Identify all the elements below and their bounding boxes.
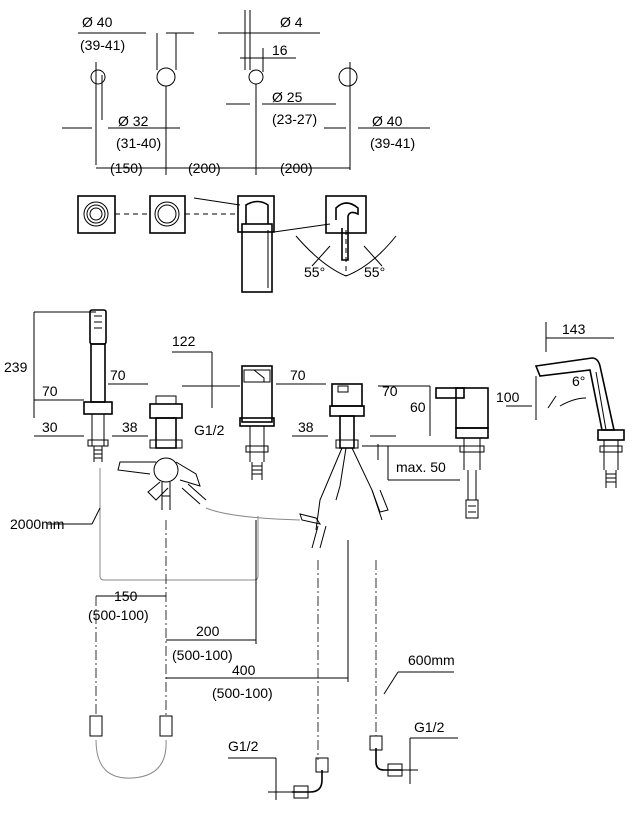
dim-200b: (200) [280,160,313,176]
dim-d25-range: (23-27) [272,111,317,127]
dim-d40-top-range: (39-41) [80,37,125,53]
dim-16: 16 [272,42,288,58]
dim-d32: Ø 32 [118,113,149,129]
mixer-body [331,383,363,407]
lever-body [455,387,489,429]
handshower-head [89,309,107,345]
spout-side [241,365,273,423]
dim-122: 122 [172,333,196,349]
dim-g12-b: G1/2 [228,738,259,754]
dim-70-b: 70 [110,367,126,383]
dim-b400: 400 [232,662,256,678]
hole-plan: Ø 40 (39-41) Ø 4 16 Ø 32 (31-40) Ø 25 (2… [62,10,430,176]
dim-239: 239 [4,359,28,375]
dim-b400-range: (500-100) [212,685,273,701]
dim-d40-right-range: (39-41) [370,135,415,151]
dim-60: 60 [410,399,426,415]
dim-70-d: 70 [382,383,398,399]
angle-55-left: 55° [304,264,325,280]
dim-d25: Ø 25 [272,89,303,105]
dim-200a: (200) [188,160,221,176]
fitting-side-view: 239 70 70 30 38 122 G1/2 [4,309,625,549]
diverter-rosette [149,403,183,419]
angle-55-right: 55° [364,264,385,280]
dim-d4: Ø 4 [280,14,303,30]
hose-600mm: 600mm [408,652,455,668]
dim-d40-top: Ø 40 [82,14,113,30]
dim-max50: max. 50 [396,459,446,475]
dim-70-c: 70 [290,367,306,383]
spout-profile [534,357,615,431]
spout-body [241,223,273,293]
dim-38-b: 38 [298,419,314,435]
dim-30: 30 [42,419,58,435]
dim-b150-range: (500-100) [88,607,149,623]
dim-d40-right: Ø 40 [372,113,403,129]
dim-b150: 150 [114,588,138,604]
angle-6: 6° [572,373,585,389]
hole-4 [338,67,358,87]
hose-layout: 2000mm 150 (500-100) 200 (500-100) 400 (… [10,468,458,800]
dim-b200: 200 [196,623,220,639]
dim-143: 143 [562,321,586,337]
lever-handle [435,387,465,399]
dim-g12-a: G1/2 [194,422,225,438]
dim-100: 100 [496,389,520,405]
dim-g12-c: G1/2 [414,719,445,735]
mixer-plate [325,195,367,234]
dim-70-a: 70 [42,383,58,399]
fitting-top-view: 55° 55° [77,195,397,293]
dim-d32-range: (31-40) [116,135,161,151]
handshower-holder [83,401,113,415]
spout-plate [237,195,275,233]
hose-2000mm: 2000mm [10,516,64,532]
handshower-handle [90,343,106,403]
hole-3 [248,69,264,85]
hole-2 [156,67,176,87]
hole-1 [90,69,106,85]
dim-150: (150) [110,160,143,176]
dim-38-a: 38 [122,419,138,435]
dim-b200-range: (500-100) [172,647,233,663]
